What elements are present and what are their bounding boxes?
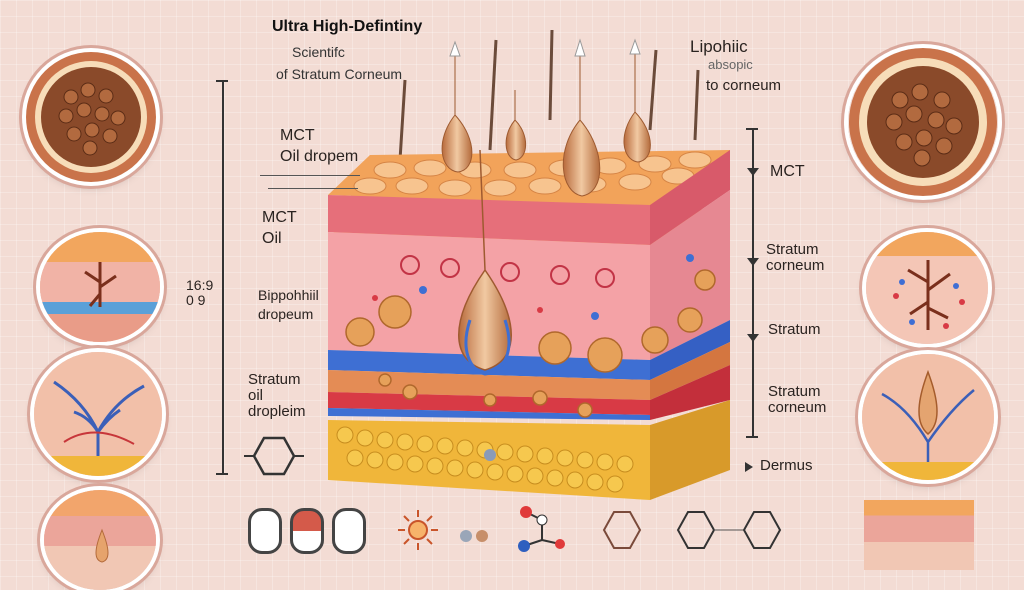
label-mct: MCT (770, 163, 805, 180)
left-circle-cells (26, 52, 156, 182)
molecule-icon (518, 506, 565, 552)
right-circle-droplet (862, 354, 994, 480)
label-stratum-corneum-2: Stratum corneum (768, 383, 827, 416)
capsule-icon (290, 508, 324, 554)
molecule-icon (460, 530, 488, 542)
capsule-icon (248, 508, 282, 554)
skin-cross-section (328, 29, 730, 500)
dermus-arrow (745, 462, 753, 472)
left-scale-line (222, 80, 224, 475)
absorption-label: absopic (708, 57, 753, 72)
hexagon-molecule-icon (676, 511, 782, 549)
label-ratio: 16:9 0 9 (186, 277, 214, 308)
label-stratum: Stratum (768, 321, 821, 338)
sun-icon (398, 510, 438, 550)
page-title: Ultra High-Defintiny (272, 18, 423, 35)
pointer-line (260, 175, 360, 176)
right-circle-cells (848, 48, 998, 196)
subtitle-line2: of Stratum Corneum (276, 66, 403, 82)
left-scale-tick-bottom (216, 473, 228, 475)
right-scale-tick (746, 128, 758, 130)
label-stratum-corneum-1: Stratum corneum (766, 241, 825, 274)
to-corneum-label: to corneum (706, 77, 782, 94)
left-circle-droplet (44, 490, 156, 590)
left-scale-tick-top (216, 80, 228, 82)
capsule-icon (332, 508, 366, 554)
hexagon-molecule-icon (244, 436, 304, 476)
label-stratum-oil-dropleim: Stratum oil dropleim (248, 371, 306, 420)
right-scale-arrow (747, 334, 759, 342)
lipophilic-label: Lipohiic (690, 37, 748, 56)
label-dermus: Dermus (760, 457, 813, 474)
label-bippohhiil-dropeum: Bippohhiil dropeum (258, 287, 319, 322)
right-scale-line (752, 128, 754, 438)
right-scale-arrow (747, 168, 759, 176)
left-circle-hair-follicle (40, 232, 160, 342)
hexagon-icon (602, 511, 642, 549)
right-circle-follicle (866, 232, 988, 344)
subtitle-line1: Scientifc (292, 44, 345, 60)
label-mct-oil: MCT Oil (262, 209, 297, 247)
pointer-line (268, 188, 358, 189)
label-mct-oil-dropem: MCT Oil dropem (280, 127, 359, 165)
right-skin-strip (864, 500, 974, 570)
right-scale-arrow (747, 258, 759, 266)
left-circle-vessels (34, 352, 162, 476)
right-scale-tick (746, 436, 758, 438)
